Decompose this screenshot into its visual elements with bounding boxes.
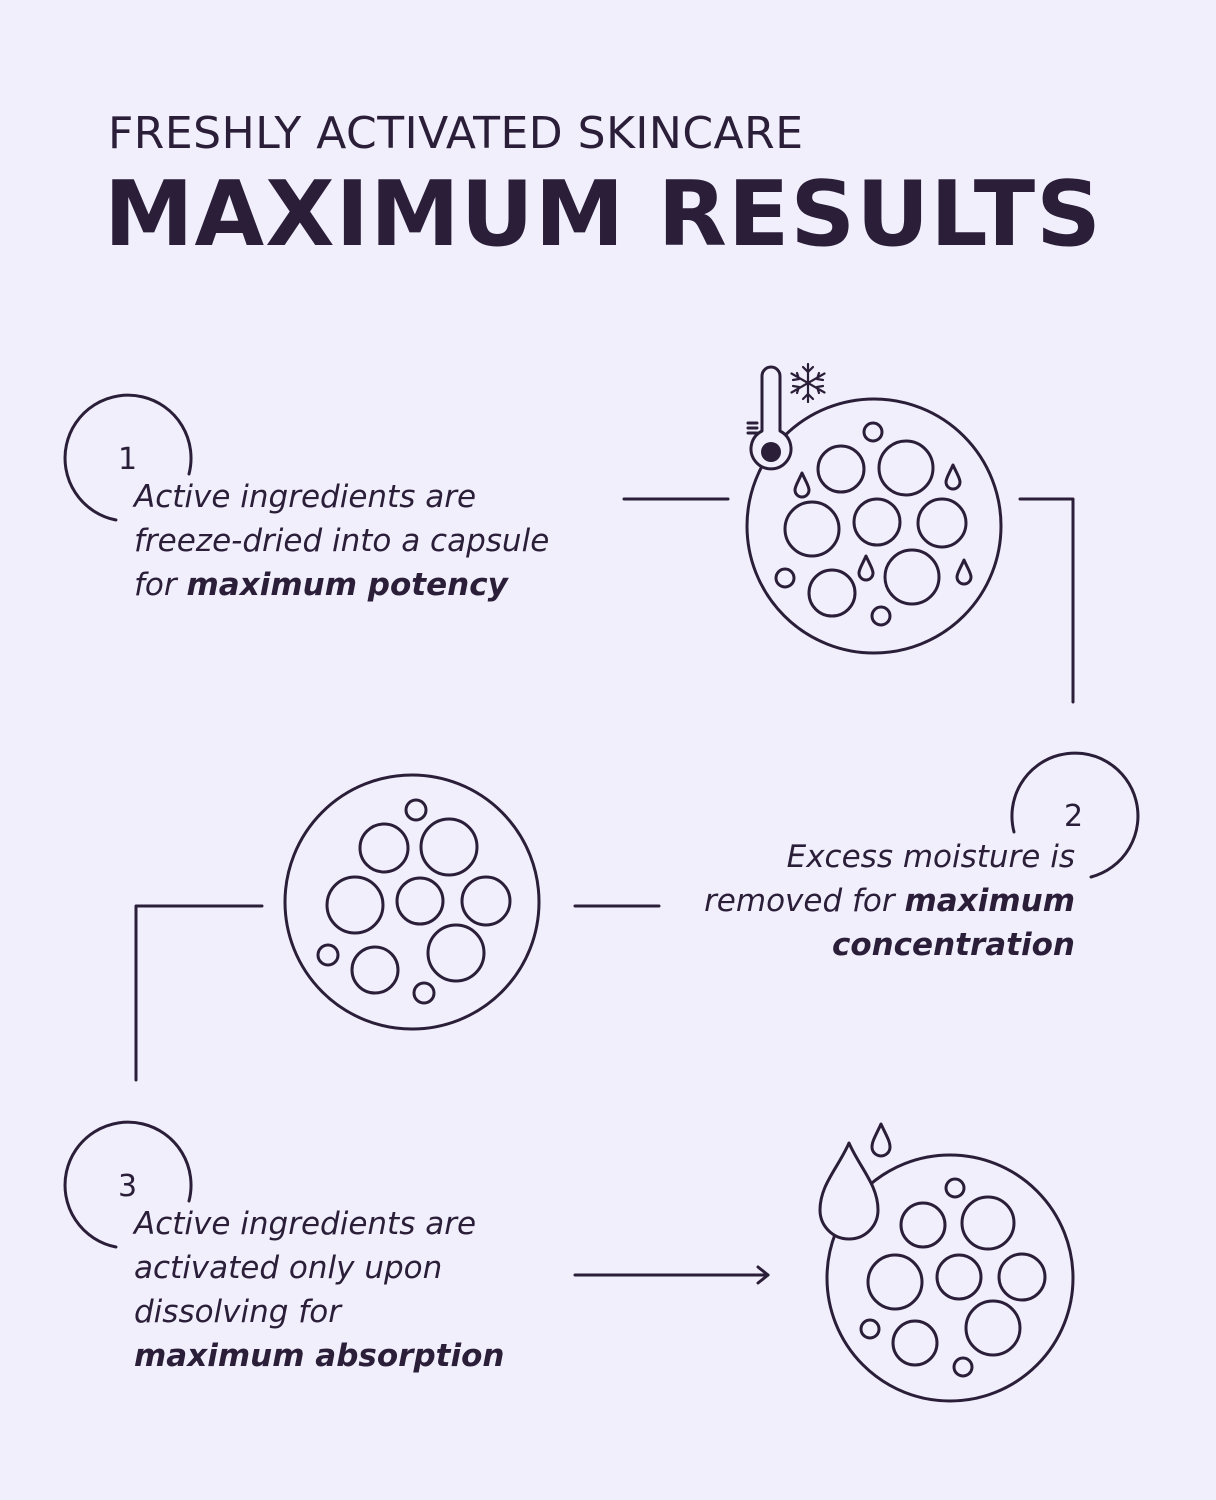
step-3-line-4: maximum absorption [134, 1334, 504, 1378]
connector-2-3 [134, 904, 264, 1082]
step-2-line-2: removed for maximum [704, 879, 1075, 923]
step-3-ring [63, 1120, 193, 1249]
step-2-number: 2 [1064, 799, 1084, 834]
step-1-line-1: Active ingredients are [134, 479, 477, 515]
kicker-title: FRESHLY ACTIVATED SKINCARE [108, 108, 804, 159]
step-2-emphasis-2: concentration [831, 927, 1075, 963]
step-2-line-1: Excess moisture is [786, 839, 1075, 875]
step-2-ring [1010, 751, 1140, 879]
step-1-number: 1 [118, 442, 138, 477]
step-2-text: Excess moisture is removed for maximum c… [704, 835, 1075, 967]
dry-capsule-icon [283, 773, 541, 1031]
step-3-text: Active ingredients are activated only up… [134, 1202, 504, 1378]
step-1-ring [63, 393, 193, 522]
step-3-line-2: activated only upon [134, 1250, 443, 1286]
connector-1-2 [1018, 497, 1075, 704]
thermometer-snowflake-capsule-icon [745, 362, 1003, 655]
step-1-line-3-plain: for [134, 567, 187, 603]
step-2-line-3: concentration [704, 923, 1075, 967]
step-3-line-1: Active ingredients are [134, 1206, 477, 1242]
step-3-number: 3 [118, 1169, 138, 1204]
step-1-emphasis: maximum potency [186, 567, 508, 603]
step-2-emphasis-1: maximum [904, 883, 1075, 919]
arrow-icon [573, 1265, 770, 1285]
step-1-text: Active ingredients are freeze-dried into… [134, 475, 549, 607]
step-3-line-3: dissolving for [134, 1294, 341, 1330]
step-3-emphasis: maximum absorption [134, 1338, 505, 1374]
headline: MAXIMUM RESULTS [104, 162, 1102, 267]
step-1-line-2: freeze-dried into a capsule [134, 523, 550, 559]
step-2-line-2-plain: removed for [704, 883, 905, 919]
water-drop-capsule-icon [818, 1122, 1075, 1403]
step-1-line-3: for maximum potency [134, 563, 549, 607]
